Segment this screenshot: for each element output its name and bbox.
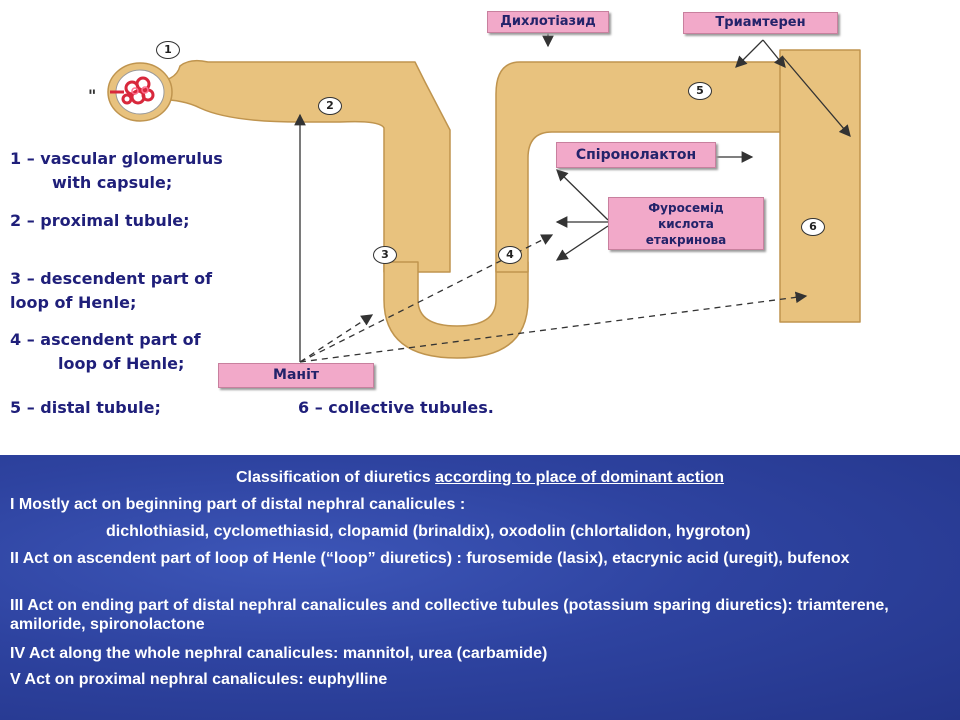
loop-of-henle	[383, 261, 529, 359]
group-1-drugs: dichlothiasid, cyclomethiasid, clopamid …	[106, 523, 751, 540]
collecting-duct	[779, 49, 861, 323]
nephron-svg	[107, 33, 861, 363]
group-1: I Mostly act on beginning part of distal…	[10, 496, 466, 513]
furosemide-line-1: Фуросемід	[648, 201, 724, 215]
legend-3b: loop of Henle;	[10, 293, 137, 312]
title-prefix: Classification of diuretics	[235, 469, 436, 486]
legend-2: 2 – proximal tubule;	[10, 211, 190, 230]
spironolacton-label: Спіронолактон	[556, 142, 716, 168]
legend-6: 6 – collective tubules.	[298, 398, 494, 417]
marker-6: 6	[801, 218, 825, 236]
furosemide-line-3: етакринова	[645, 233, 727, 247]
group-4: IV Act along the whole nephral canalicul…	[10, 645, 548, 662]
marker-3: 3	[373, 246, 397, 264]
legend-5: 5 – distal tubule;	[10, 398, 161, 417]
dichlothiazid-label: Дихлотіазид	[487, 11, 609, 33]
marker-4: 4	[498, 246, 522, 264]
legend-1a: 1 – vascular glomerulus	[10, 149, 223, 168]
triamteren-label: Триамтерен	[683, 12, 838, 34]
group-3: III Act on ending part of distal nephral…	[10, 597, 889, 633]
marker-2: 2	[318, 97, 342, 115]
furosemide-line-2: кислота	[658, 217, 714, 231]
legend-3a: 3 – descendent part of	[10, 269, 213, 288]
group-2: II Act on ascendent part of loop of Henl…	[10, 550, 850, 567]
classification-title: Classification of diuretics according to…	[0, 468, 960, 487]
marker-1: 1	[156, 41, 180, 59]
legend-4a: 4 – ascendent part of	[10, 330, 201, 349]
group-5: V Act on proximal nephral canalicules: e…	[10, 671, 388, 688]
proximal-tubule	[149, 59, 451, 273]
afferent-mark: "	[88, 86, 97, 105]
title-underlined: according to place of dominant action	[435, 469, 725, 486]
glomerulus	[107, 62, 173, 122]
nephron-diagram: 1 2 3 4 5 6 " Дихлотіазид Триамтерен Спі…	[10, 11, 861, 417]
manit-label: Маніт	[218, 363, 374, 388]
furosemide-label: Фуросемід кислота етакринова	[608, 197, 764, 250]
marker-5: 5	[688, 82, 712, 100]
legend-1b: with capsule;	[52, 173, 173, 192]
classification-panel: Classification of diuretics according to…	[0, 455, 960, 720]
legend-4b: loop of Henle;	[58, 354, 185, 373]
nephron-tubule	[149, 49, 861, 359]
